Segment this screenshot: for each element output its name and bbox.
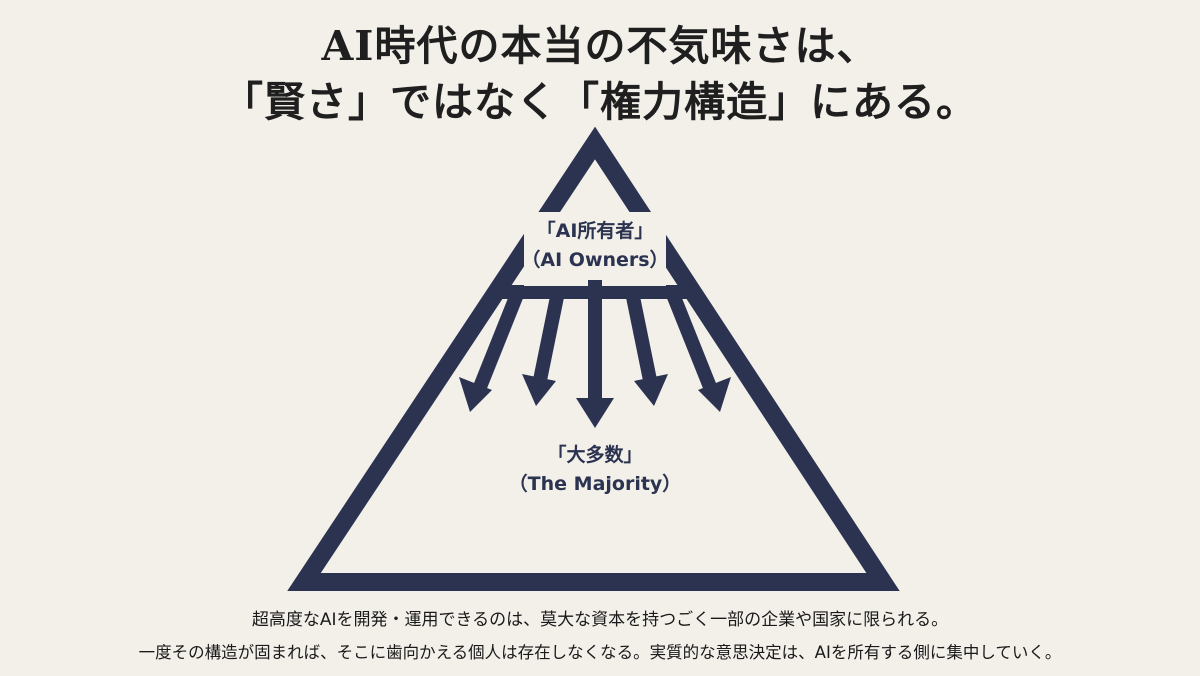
ai-owners-label-en: （AI Owners） [521, 249, 669, 271]
pyramid-outline [287, 126, 900, 591]
title-line-2: 「賢さ」ではなく「権力構造」にある。 [222, 78, 978, 126]
caption-line-2: 一度その構造が固まれば、そこに歯向かえる個人は存在しなくなる。実質的な意思決定は… [138, 643, 1062, 662]
arrow-shaft-5 [665, 289, 719, 395]
owners-label-box [524, 212, 666, 286]
arrow-head-1 [459, 377, 492, 412]
majority-label-en: （The Majority） [508, 473, 682, 495]
majority-label-ja: 「大多数」 [547, 444, 643, 466]
ai-owners-label-ja: 「AI所有者」 [536, 220, 654, 242]
arrow-shaft-2 [532, 290, 565, 387]
arrow-shaft-4 [625, 290, 658, 387]
arrows [459, 280, 731, 428]
title-line-1: AI時代の本当の不気味さは、 [321, 22, 879, 70]
caption-line-1: 超高度なAIを開発・運用できるのは、莫大な資本を持つごく一部の企業や国家に限られ… [251, 610, 949, 630]
arrow-head-4 [634, 374, 668, 406]
arrow-head-3 [576, 398, 614, 428]
arrow-head-5 [698, 377, 731, 412]
arrow-shaft-1 [471, 289, 525, 395]
arrow-head-2 [522, 374, 556, 406]
